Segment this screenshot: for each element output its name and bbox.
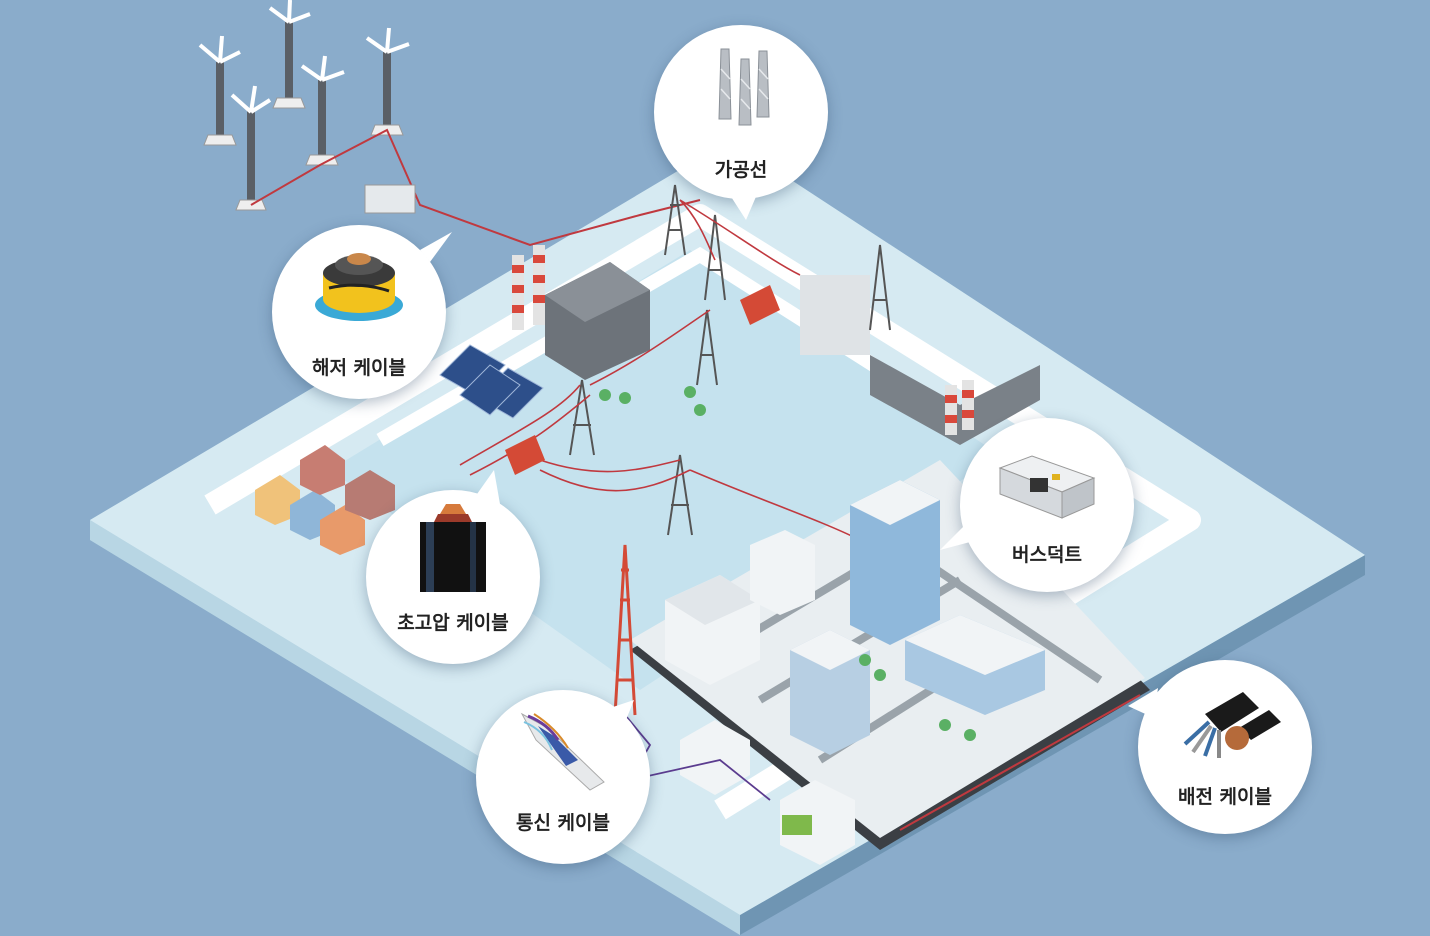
telecom-tower — [613, 544, 637, 716]
factory-right — [800, 275, 1040, 445]
callout-pointer — [420, 232, 452, 262]
power-lines — [459, 199, 861, 541]
callout-submarine-cable[interactable]: 해저 케이블 — [272, 225, 446, 399]
callout-pointer — [470, 470, 500, 504]
callout-label: 버스덕트 — [1012, 544, 1082, 566]
callout-label: 배전 케이블 — [1177, 786, 1272, 808]
office-tower — [850, 480, 940, 645]
transformers — [505, 285, 780, 475]
residential-houses — [255, 445, 395, 555]
submarine-cable-icon — [315, 253, 403, 321]
callout-pointer — [604, 700, 634, 730]
overhead-conductor-icon — [718, 48, 770, 126]
transmission-towers — [569, 184, 891, 536]
distribution-cable-line — [899, 694, 1141, 831]
office-building — [790, 630, 870, 755]
wind-turbine — [268, 0, 311, 109]
callout-ehv-cable[interactable]: 초고압 케이블 — [366, 490, 540, 664]
trees — [599, 386, 976, 741]
office-building — [750, 530, 815, 615]
wind-turbine — [230, 85, 272, 211]
power-plant — [512, 245, 650, 380]
wind-farm — [198, 0, 410, 211]
city-buildings — [665, 480, 1045, 865]
solar-farm — [439, 344, 544, 419]
callout-label: 해저 케이블 — [311, 357, 406, 379]
callout-pointer — [940, 520, 970, 550]
callout-label: 가공선 — [714, 159, 768, 181]
callout-busduct[interactable]: 버스덕트 — [960, 418, 1134, 592]
callout-overhead-line[interactable]: 가공선 — [654, 25, 828, 199]
ehv-cable-icon — [420, 504, 486, 592]
shop-building — [780, 780, 855, 865]
callout-pointer — [728, 192, 758, 220]
office-building — [905, 615, 1045, 715]
wind-turbine — [300, 55, 345, 166]
busduct-icon — [998, 455, 1096, 519]
office-building — [665, 575, 760, 685]
callout-pointer — [1128, 688, 1158, 718]
wind-turbine — [365, 27, 410, 136]
telecom-cable-icon — [520, 712, 605, 791]
submarine-cable-line — [250, 128, 701, 247]
callout-label: 초고압 케이블 — [397, 612, 509, 634]
offshore-substation — [364, 184, 416, 214]
shop-building — [680, 720, 750, 795]
distribution-cable-icon — [1183, 692, 1281, 758]
callout-label: 통신 케이블 — [515, 812, 610, 834]
wind-turbine — [198, 35, 241, 146]
callout-distribution-cable[interactable]: 배전 케이블 — [1138, 660, 1312, 834]
